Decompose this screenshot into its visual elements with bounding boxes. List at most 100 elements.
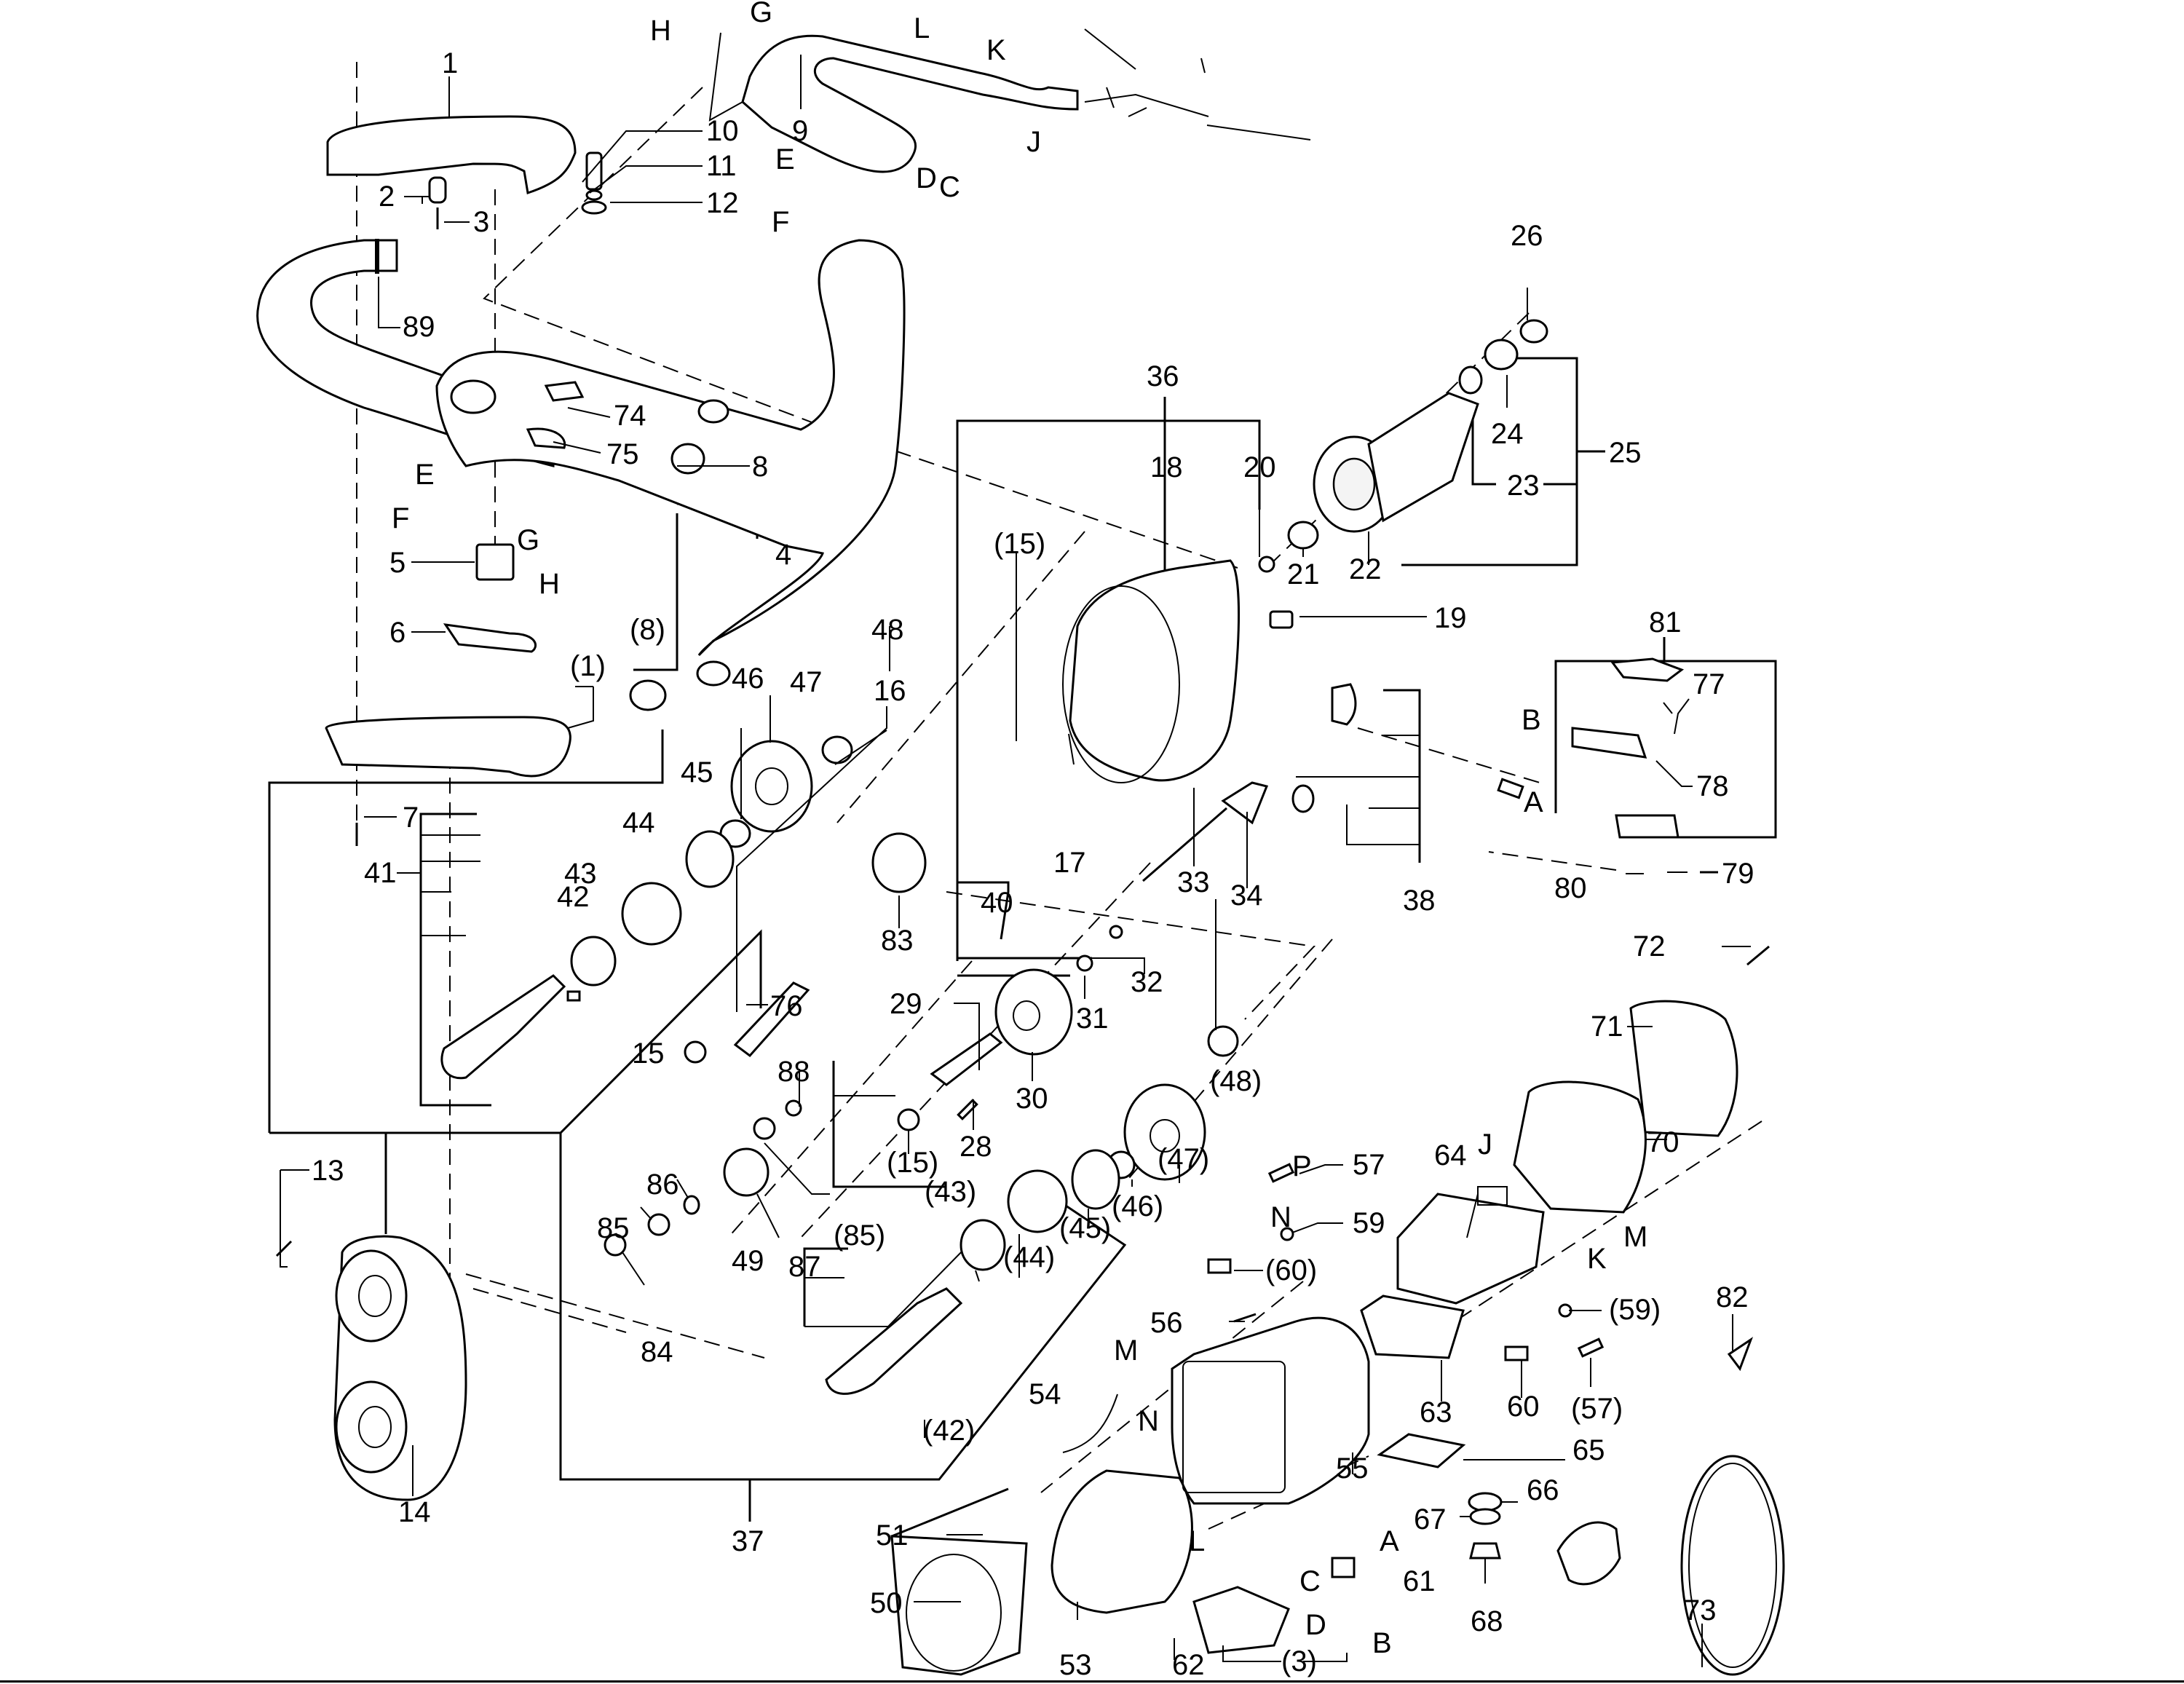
letter-E-sw: E — [415, 459, 435, 491]
callout-82: 82 — [1716, 1281, 1749, 1313]
parts — [256, 32, 1785, 1676]
callout-46b: (46) — [1112, 1190, 1163, 1222]
letter-A-61: A — [1380, 1525, 1399, 1557]
callout-43b: (43) — [925, 1176, 976, 1208]
letter-C-61: C — [1299, 1565, 1321, 1597]
callout-59: 59 — [1353, 1207, 1385, 1239]
letter-D-61: D — [1305, 1609, 1326, 1641]
callout-75: 75 — [606, 438, 639, 470]
letter-G-top: G — [750, 0, 772, 28]
clip-74 — [544, 381, 585, 402]
letter-A-81: A — [1524, 786, 1543, 818]
callout-37: 37 — [732, 1525, 764, 1557]
callout-36: 36 — [1147, 360, 1179, 392]
letter-N-64: N — [1270, 1201, 1291, 1233]
cover-14-port-upper — [335, 1249, 408, 1343]
letter-M-54: M — [1114, 1335, 1138, 1367]
brush-57 — [1267, 1163, 1295, 1183]
holder-60b — [1207, 1258, 1232, 1274]
washer-85b — [753, 1117, 776, 1140]
group-brackets — [268, 357, 1777, 1522]
callout-19: 19 — [1434, 602, 1467, 634]
bolt-51 — [891, 1487, 1009, 1538]
letter-H-top: H — [650, 15, 671, 47]
callout-45: 45 — [681, 756, 713, 788]
bracket-37-b — [269, 929, 762, 1134]
callout-33: 33 — [1177, 866, 1210, 898]
wire-letters: G H E F L K J D C E F G H B A P J N M K … — [392, 0, 1647, 1659]
callout-47: 47 — [790, 666, 823, 698]
letter-B-81: B — [1522, 704, 1541, 736]
letter-H-sw: H — [539, 568, 560, 600]
gear-87 — [723, 1147, 769, 1197]
callout-77: 77 — [1693, 668, 1725, 700]
sleeve-left — [450, 379, 496, 414]
callout-7: 7 — [403, 802, 419, 834]
screw-56 — [1233, 1313, 1257, 1323]
axis-lines — [356, 62, 1762, 1530]
callout-72: 72 — [1633, 930, 1666, 962]
callout-42b: (42) — [923, 1415, 975, 1447]
callout-18: 18 — [1150, 451, 1183, 483]
callout-31: 31 — [1076, 1003, 1109, 1035]
callout-9: 9 — [792, 115, 808, 147]
callout-57b: (57) — [1571, 1393, 1623, 1425]
bushing-86 — [683, 1195, 700, 1215]
callout-3: 3 — [473, 206, 489, 238]
rear-cap-70 — [1513, 1080, 1647, 1214]
spindle-41 — [440, 974, 566, 1080]
power-cord-73 — [1680, 1455, 1785, 1676]
letter-L-53: L — [1189, 1525, 1205, 1557]
bracket-81 — [1554, 660, 1777, 839]
trigger-6 — [443, 623, 537, 653]
leader-lines — [280, 28, 1751, 1667]
callout-48b: (48) — [1210, 1065, 1262, 1097]
callout-15b: (15) — [994, 528, 1045, 560]
callout-46: 46 — [732, 663, 764, 695]
ring-45b — [1071, 1149, 1120, 1210]
spindle-49 — [825, 1287, 963, 1395]
callout-62: 62 — [1172, 1649, 1205, 1681]
callout-5: 5 — [389, 547, 405, 579]
callout-8b: (8) — [630, 614, 665, 646]
cover-63 — [1360, 1294, 1465, 1359]
gear-housing-18 — [1069, 559, 1241, 782]
bracket-36 — [956, 419, 1261, 961]
wires-top-left — [708, 32, 743, 122]
washer-67 — [1469, 1508, 1501, 1525]
callout-56: 56 — [1150, 1307, 1183, 1339]
strain-relief-82 — [1727, 1337, 1754, 1372]
gear-47 — [730, 740, 813, 833]
callout-85: 85 — [597, 1212, 630, 1244]
cap-59 — [1280, 1227, 1294, 1241]
holder-60 — [1504, 1345, 1529, 1361]
knob-68 — [1469, 1542, 1501, 1560]
bracket-43 — [832, 1061, 946, 1188]
bracket-40 — [957, 881, 1010, 940]
letter-L-top: L — [914, 12, 930, 44]
callout-25: 25 — [1609, 437, 1642, 469]
housing-55-mouth — [1182, 1361, 1286, 1493]
field-coil-53 — [1051, 1469, 1193, 1614]
brush-57b — [1577, 1337, 1605, 1358]
callout-71: 71 — [1591, 1011, 1623, 1043]
screw-13 — [275, 1240, 293, 1257]
cover-14-port-lower — [335, 1380, 408, 1474]
switch-base-80 — [1615, 814, 1679, 839]
key-28 — [957, 1099, 978, 1120]
cable-9 — [741, 34, 1079, 173]
shaft-29 — [930, 1032, 1003, 1086]
callout-11: 11 — [706, 150, 737, 182]
baffle-50 — [890, 1535, 1028, 1676]
callout-66: 66 — [1527, 1474, 1559, 1506]
letter-F-sw: F — [392, 502, 409, 534]
bolt-10 — [585, 151, 603, 191]
bracket-41 — [419, 813, 491, 1107]
callout-57: 57 — [1353, 1149, 1385, 1181]
washer-15 — [684, 1040, 707, 1064]
terminal-61 — [1331, 1557, 1356, 1578]
washer-11 — [585, 189, 603, 201]
callout-24: 24 — [1491, 418, 1524, 450]
washer-66 — [1468, 1492, 1503, 1512]
